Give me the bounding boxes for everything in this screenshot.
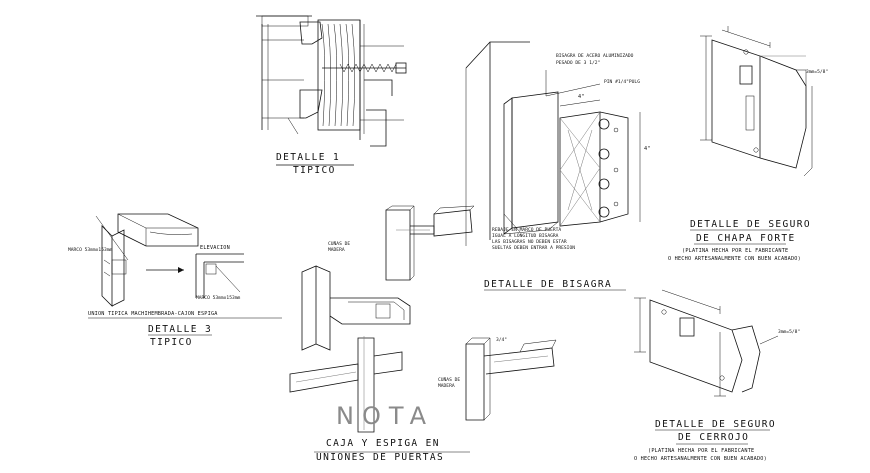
detalle-3-caption: UNION TIPICA MACHIHEMBRADA-CAJON ESPIGA (88, 311, 218, 317)
chapa-note-1: (PLATINA HECHA POR EL FABRICANTE (682, 248, 789, 254)
bisagra-dim-w: 4" (578, 94, 585, 100)
marco-label: MARCO 53mmx153mm (68, 248, 113, 253)
chapa-dim: 3mm=5/8" (806, 70, 829, 75)
cerrojo-drawing (634, 289, 779, 397)
caja-espiga-title-2: UNIONES DE PUERTAS (316, 452, 445, 463)
detalle-1-title: DETALLE 1 (276, 152, 341, 163)
detalle-3-subtitle: TIPICO (150, 337, 193, 348)
detalle-1-subtitle: TIPICO (293, 165, 336, 176)
bisagra-note-4: SUELTAS DEBEN ENTRAR A PRESION (492, 246, 575, 251)
chapa-title-2: DE CHAPA FORTE (696, 233, 796, 244)
bisagra-note-2: IGUAL A LONGITUD BISAGRA (492, 234, 559, 239)
cerrojo-dim: 3mm=5/8" (778, 330, 801, 335)
caja-espiga-joints (289, 205, 557, 433)
bisagra-spec-2: PESADO DE 3 1/2" (556, 61, 601, 66)
marco-label-2: MARCO 53mmx153mm (196, 296, 241, 301)
bisagra-spec: BISAGRA DE ACERO ALUMINIZADO (556, 54, 634, 59)
detalle-1-section (256, 15, 407, 147)
detalle-3-drawing (95, 213, 244, 307)
bisagra-dim-h: 4" (644, 146, 651, 152)
bisagra-title: DETALLE DE BISAGRA (484, 279, 613, 290)
detalle-3-title: DETALLE 3 (148, 324, 213, 335)
chapa-note-2: O HECHO ARTESANALMENTE CON BUEN ACABADO) (668, 256, 801, 262)
caja-espiga-title-1: CAJA Y ESPIGA EN (326, 438, 440, 449)
bisagra-drawing (465, 41, 641, 246)
chapa-forte-drawing (700, 26, 813, 177)
cerrojo-title-1: DETALLE DE SEGURO (655, 419, 777, 430)
dim-label: 3/4" (496, 338, 508, 343)
bisagra-note-3: LAS BISAGRAS NO DEBEN ESTAR (492, 240, 567, 245)
cunas-label-1: CUÑAS DE MADERA (328, 242, 351, 253)
bisagra-note-1: REBAJE EN MARCO DE PUERTA (492, 228, 562, 233)
elevacion-label: ELEVACION (200, 245, 230, 251)
cerrojo-note-2: O HECHO ARTESANALMENTE CON BUEN ACABADO) (634, 456, 767, 462)
chapa-title-1: DETALLE DE SEGURO (690, 219, 812, 230)
bisagra-pin: PIN #1/4"PULG (604, 80, 640, 85)
cunas-label-2: CUÑAS DE MADERA (438, 378, 461, 389)
cerrojo-note-1: (PLATINA HECHA POR EL FABRICANTE (648, 448, 755, 454)
cerrojo-title-2: DE CERROJO (678, 432, 750, 443)
nota-watermark: NOTA (336, 402, 435, 430)
